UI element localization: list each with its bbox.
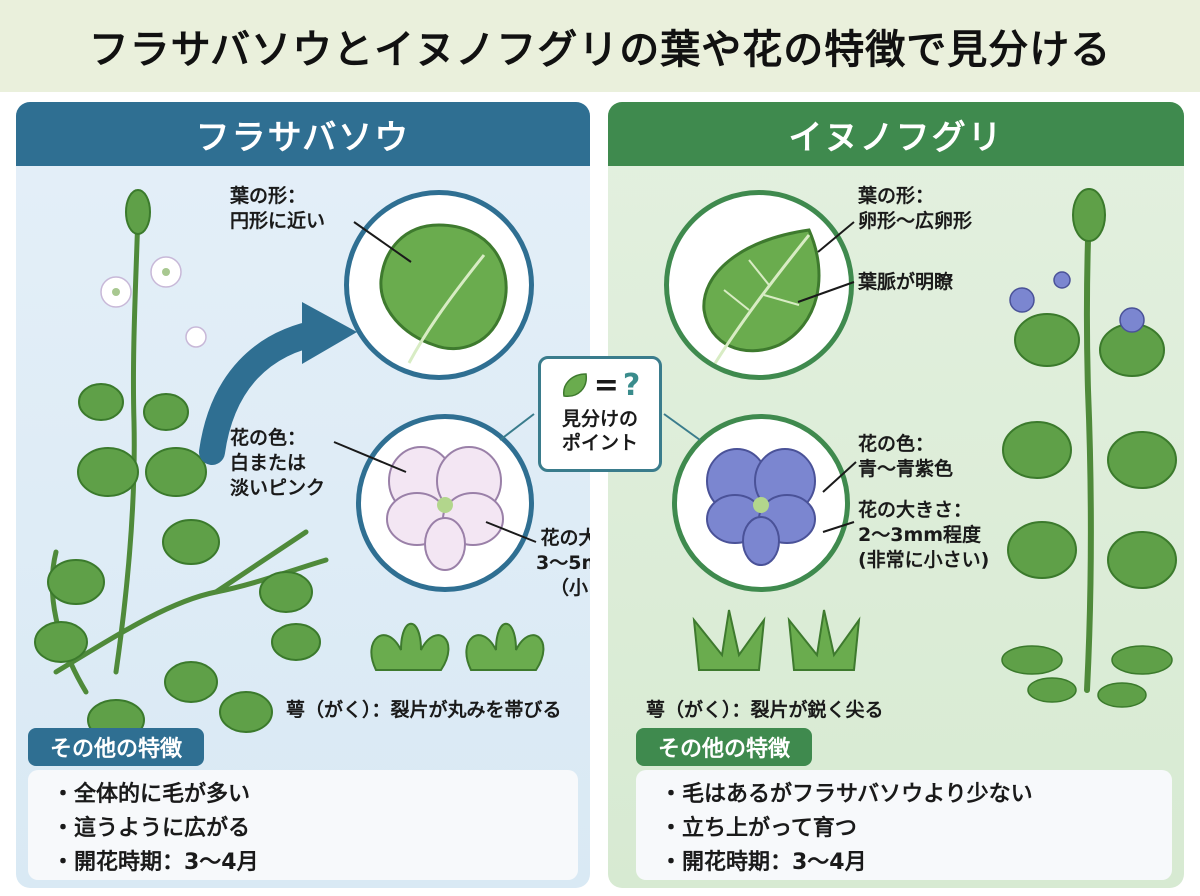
leaf-shape-label-left: 葉の形： 円形に近い [230,184,325,234]
leader-lines-left [333,221,537,543]
calyx-pointed-illustration [692,609,861,671]
ovate-leaf-illustration [702,228,821,366]
equals-sign: = [593,367,619,403]
center-label-line2: ポイント [561,432,638,454]
flower-size-note: （小さい） [550,577,590,599]
feature-item: ・毛はあるがフラサバソウより少ない [660,782,1033,807]
leader-lines-right [797,221,857,533]
leaf-shape-heading: 葉の形： [858,185,935,207]
feature-item: ・立ち上がって育つ [660,816,857,841]
pale-pink-flower-illustration [386,446,504,571]
question-mark-icon: ? [622,367,641,403]
calyx-rounded-illustration [370,622,545,671]
panel-furasabasou: フラサバソウ [16,102,590,888]
panel-inunofuguri: イヌノフグリ [608,102,1184,888]
flower-color-value-2: 淡いピンク [230,477,326,499]
leaf-circle-left [344,190,534,380]
leaf-icon [562,373,587,397]
flower-size-label-right: 花の大きさ： 2〜3mm程度 (非常に小さい) [858,498,989,573]
features-list-left: ・全体的に毛が多い ・這うように広がる ・開花時期：3〜4月 [28,770,578,880]
leaf-circle-right [664,190,854,380]
feature-item: ・這うように広がる [52,816,251,841]
features-list-right: ・毛はあるがフラサバソウより少ない ・立ち上がって育つ ・開花時期：3〜4月 [636,770,1172,880]
feature-item: ・開花時期：3〜4月 [52,850,259,875]
leaf-shape-label-right: 葉の形： 卵形〜広卵形 [858,184,972,234]
flower-size-label-left: 花の大きさ： 3〜5mm程度 （小さい） [536,526,590,601]
flower-size-note: (非常に小さい) [858,549,990,571]
leaf-equals-question: = ? [541,363,659,407]
center-label-line1: 見分けの [561,408,638,430]
furasabasou-plant-illustration [34,189,329,741]
flower-color-value: 青〜青紫色 [858,458,954,480]
vein-label-right: 葉脈が明瞭 [858,271,954,293]
page-title: フラサバソウとイヌノフグリの葉や花の特徴で見分ける [88,27,1112,73]
calyx-label-left: 萼（がく）：裂片が丸みを帯びる [286,699,562,721]
inunofuguri-plant-illustration [1001,188,1177,708]
flower-color-label-left: 花の色： 白または 淡いピンク [230,426,325,501]
other-features-tag-left: その他の特徴 [28,728,205,766]
panel-heading-right: イヌノフグリ [608,102,1184,166]
flower-size-value: 2〜3mm程度 [858,524,982,546]
other-features-tag-right: その他の特徴 [636,728,813,766]
feature-item: ・開花時期：3〜4月 [660,850,867,875]
distinguishing-points-box: = ? 見分けの ポイント [538,356,662,472]
feature-item: ・全体的に毛が多い [52,782,251,807]
flower-circle-right [672,414,850,592]
flower-size-value: 3〜5mm程度 [536,552,590,574]
leaf-shape-value: 円形に近い [230,210,326,232]
blue-flower-illustration [706,448,816,566]
title-bar: フラサバソウとイヌノフグリの葉や花の特徴で見分ける [0,0,1200,92]
flower-size-heading: 花の大きさ： [540,527,590,549]
flower-color-label-right: 花の色： 青〜青紫色 [858,432,953,482]
flower-color-heading: 花の色： [230,427,307,449]
leaf-shape-heading: 葉の形： [230,185,307,207]
leaf-shape-value: 卵形〜広卵形 [858,210,973,232]
calyx-label-right: 萼（がく）：裂片が鋭く尖る [646,699,884,721]
arrow-to-leaf [199,302,357,465]
panel-heading-left: フラサバソウ [16,102,590,166]
flower-color-value: 白または [230,452,307,474]
round-leaf-illustration [379,223,508,364]
flower-circle-left [356,414,534,592]
flower-size-heading: 花の大きさ： [858,499,973,521]
flower-color-heading: 花の色： [858,433,935,455]
